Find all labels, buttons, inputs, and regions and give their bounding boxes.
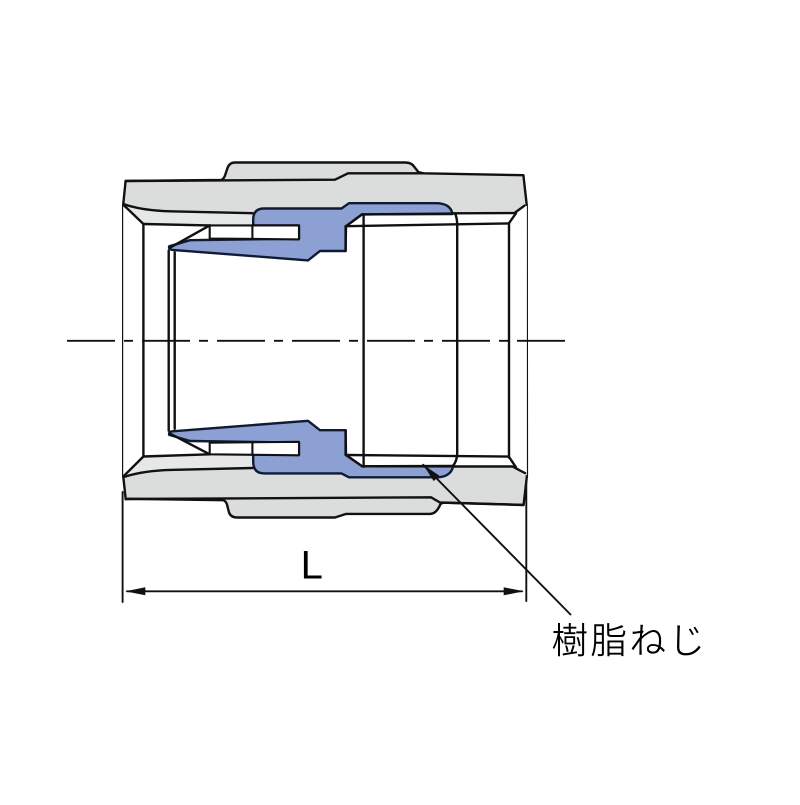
svg-text:L: L <box>301 543 323 587</box>
